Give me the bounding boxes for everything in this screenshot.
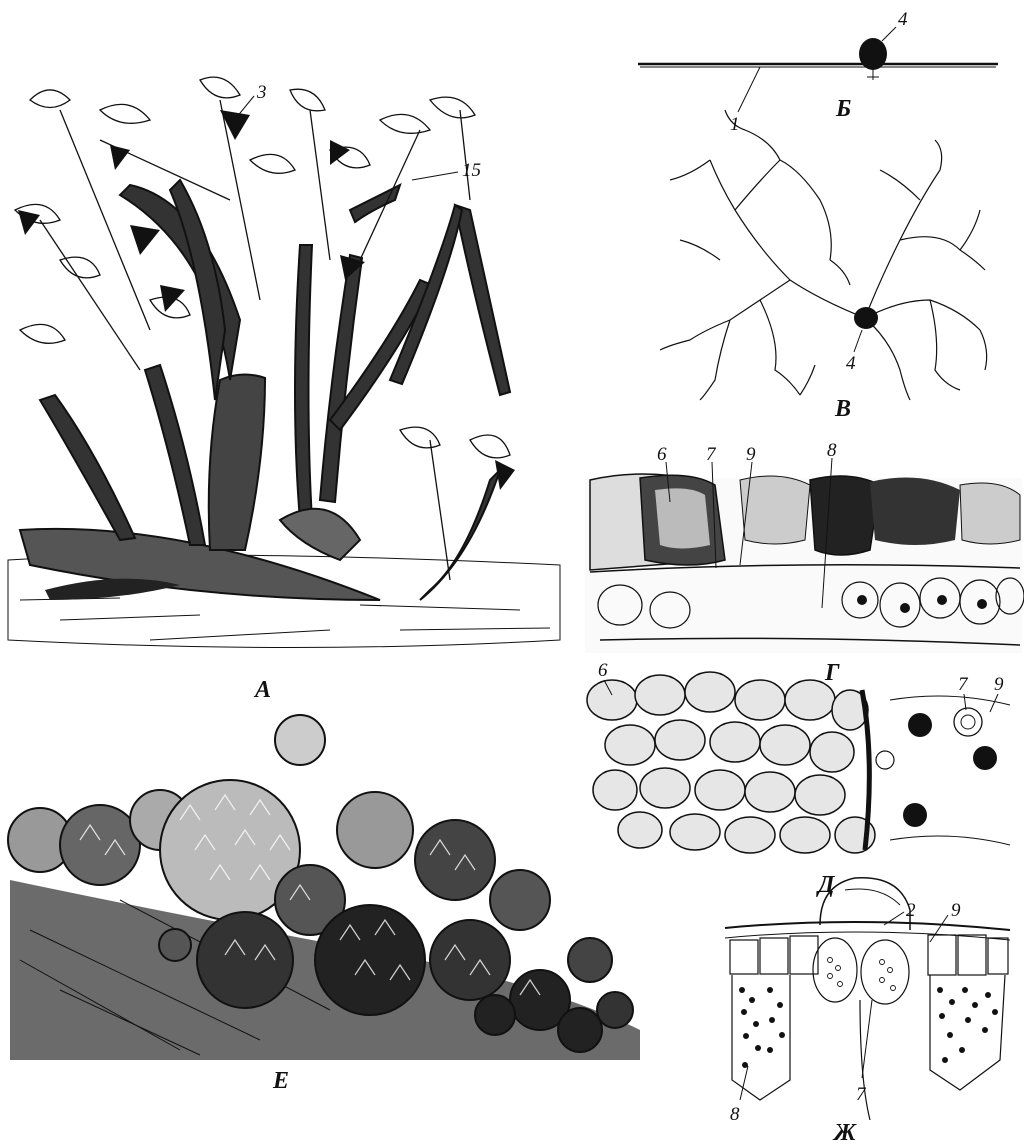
panel-e-rosette-illustration: Е — [8, 715, 640, 1094]
panel-d-surface-illustration: 6 7 9 Д — [587, 660, 1010, 898]
panel-e-letter: Е — [272, 1068, 289, 1094]
panel-v-letter: В — [834, 396, 851, 422]
panel-zh-stoma-illustration: 2 9 7 8 Ж — [725, 878, 1010, 1145]
panel-b-letter: Б — [835, 96, 851, 122]
panel-d-letter: Д — [816, 872, 836, 898]
panel-g-letter: Г — [824, 660, 840, 686]
panel-v-callout-4: 4 — [846, 353, 856, 374]
panel-a-letter: А — [253, 677, 271, 703]
panel-g-callout-9: 9 — [746, 444, 756, 465]
panel-a-plant-illustration: 3 15 А — [8, 77, 560, 703]
panel-zh-callout-8: 8 — [730, 1104, 740, 1125]
panel-g-section-illustration: 6 7 9 8 Г — [585, 440, 1024, 686]
panel-zh-callout-9: 9 — [951, 900, 961, 921]
panel-zh-letter: Ж — [832, 1120, 857, 1145]
panel-d-callout-6: 6 — [598, 660, 608, 681]
panel-g-callout-7: 7 — [706, 444, 717, 465]
panel-g-callout-6: 6 — [657, 444, 667, 465]
panel-b-callout-4: 4 — [898, 9, 908, 30]
panel-a-callout-15: 15 — [462, 160, 481, 181]
panel-a-callout-3: 3 — [256, 82, 267, 103]
panel-d-callout-9: 9 — [994, 674, 1004, 695]
panel-zh-callout-7: 7 — [856, 1084, 867, 1105]
panel-d-callout-7: 7 — [958, 674, 969, 695]
panel-v-network-illustration: 4 В — [660, 110, 987, 422]
panel-g-callout-8: 8 — [827, 440, 837, 461]
panel-b-thread-illustration: 4 1 Б — [638, 9, 998, 135]
panel-zh-callout-2: 2 — [906, 900, 916, 921]
